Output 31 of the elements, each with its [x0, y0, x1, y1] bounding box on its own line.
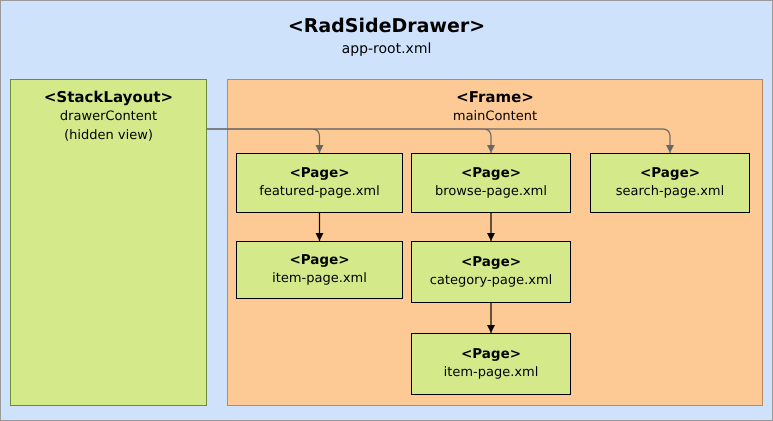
- element-caption: drawerContent: [60, 108, 158, 126]
- layout-panel: [10, 79, 207, 406]
- element-caption: browse-page.xml: [435, 182, 547, 201]
- page-box: [411, 241, 571, 303]
- element-tag: <RadSideDrawer>: [288, 15, 486, 39]
- element-caption: mainContent: [452, 108, 538, 126]
- element-caption: search-page.xml: [616, 182, 724, 201]
- page-box: [236, 241, 403, 299]
- element-tag: <Page>: [460, 164, 522, 182]
- frame-panel: [227, 79, 763, 406]
- element-tag: <Frame>: [456, 88, 534, 107]
- element-caption: (hidden view): [64, 127, 153, 146]
- arrow: [487, 213, 495, 241]
- element-tag: <Page>: [289, 252, 350, 269]
- element-tag: <StackLayout>: [44, 88, 174, 107]
- element-caption: item-page.xml: [272, 270, 367, 288]
- page-box: [411, 333, 571, 395]
- page-box: [590, 153, 750, 213]
- arrow: [316, 213, 324, 241]
- element-caption: app-root.xml: [342, 40, 432, 59]
- page-box: [236, 153, 403, 213]
- arrow: [487, 303, 495, 333]
- element-tag: <Page>: [640, 164, 700, 182]
- page-box: [411, 153, 571, 213]
- element-tag: <Page>: [460, 254, 522, 271]
- element-caption: item-page.xml: [444, 364, 538, 382]
- element-caption: category-page.xml: [430, 272, 552, 290]
- element-caption: featured-page.xml: [259, 182, 380, 201]
- element-tag: <Page>: [289, 164, 350, 182]
- arrow: [207, 128, 674, 153]
- element-tag: <Page>: [460, 346, 522, 363]
